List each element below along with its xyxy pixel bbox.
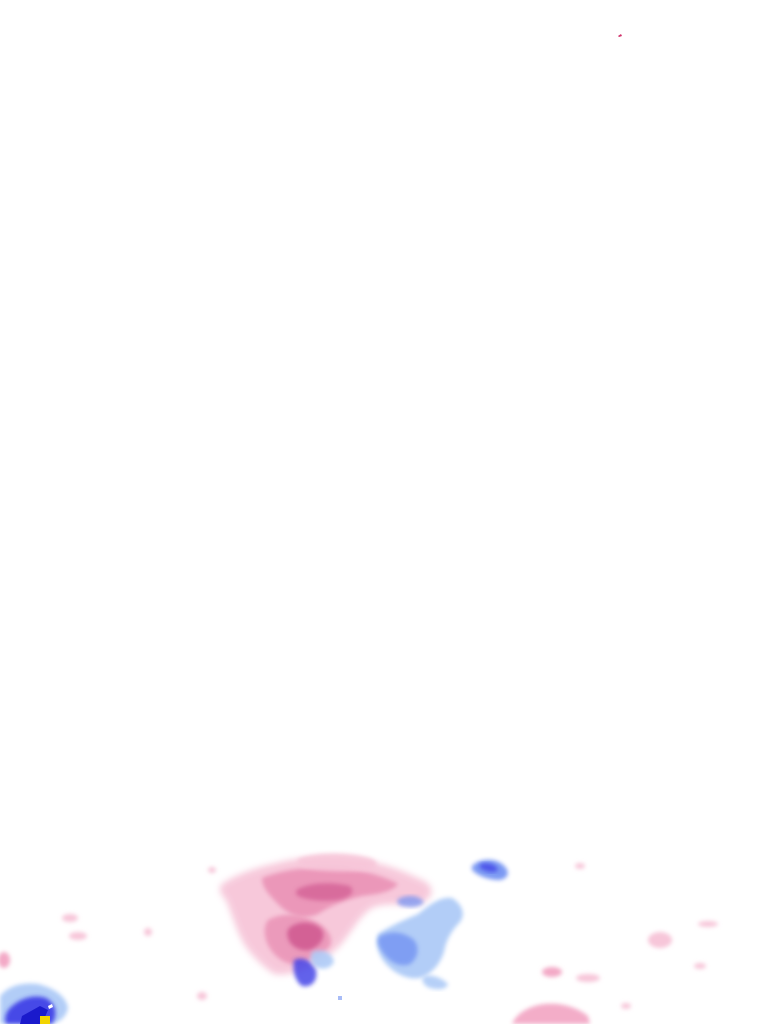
- snow-core-southwest: [0, 983, 68, 1024]
- rain-cluster-central: [219, 853, 432, 975]
- precip-echo-top-right: [618, 34, 622, 37]
- rain-specks-scattered: [0, 863, 718, 1009]
- snow-streak-south: [293, 950, 342, 1000]
- snow-echo-east: [472, 859, 508, 880]
- snow-cluster-central: [376, 895, 463, 990]
- rain-band-bottom: [512, 1003, 590, 1024]
